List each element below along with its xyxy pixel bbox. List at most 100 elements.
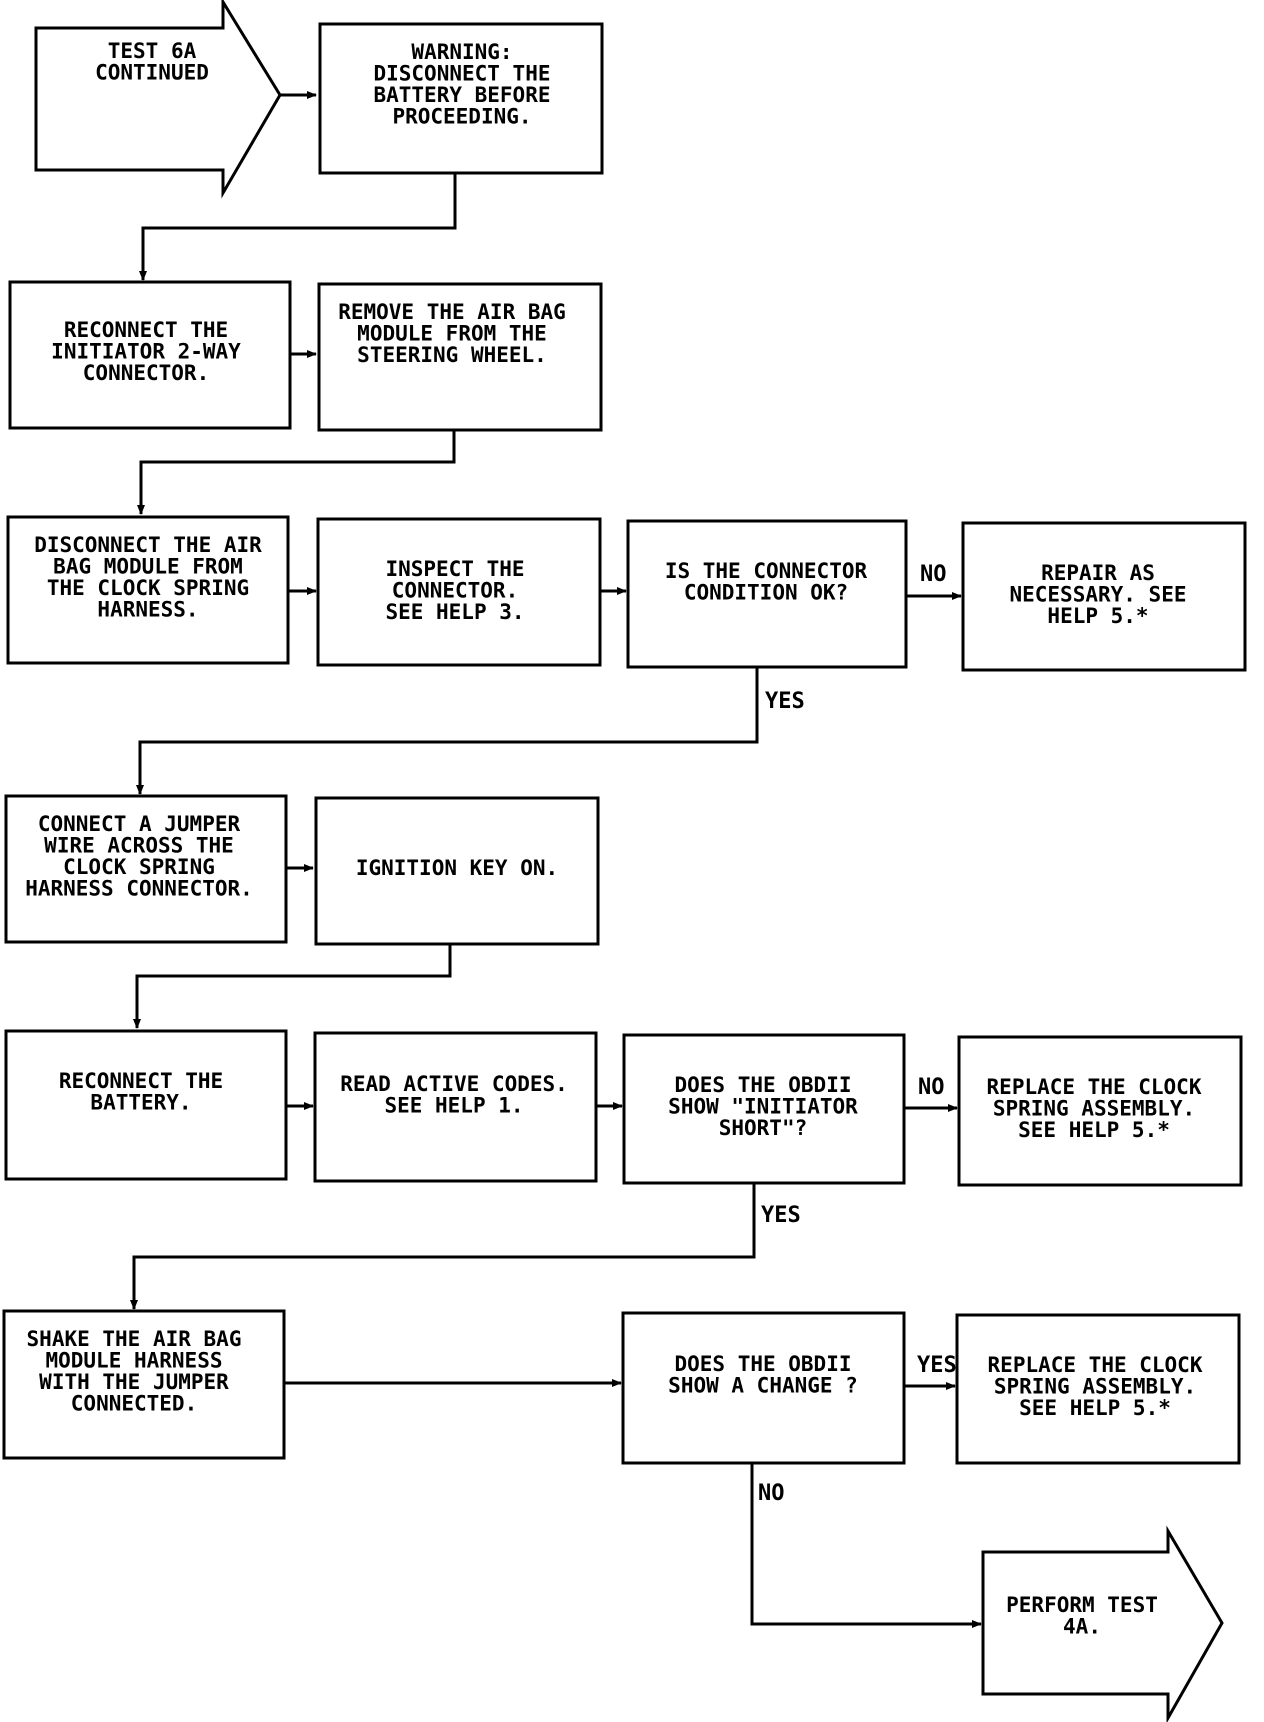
- replace-clock-1-line: SEE HELP 5.*: [1018, 1118, 1170, 1142]
- connect-jumper-line: HARNESS CONNECTOR.: [25, 877, 253, 901]
- remove-airbag-line: REMOVE THE AIR BAG: [338, 300, 566, 324]
- disconnect-airbag-line: BAG MODULE FROM: [53, 555, 243, 579]
- arrow-remove-airbag-to-disconnect-airbag: [137, 430, 456, 515]
- reconnect-battery-line: BATTERY.: [90, 1091, 191, 1115]
- arrow-obdii-change-to-perform-4a: [750, 1463, 982, 1628]
- arrow-connector-ok-to-connect-jumper: [136, 667, 759, 795]
- label-no-short: NO: [918, 1075, 945, 1100]
- box-ignition: [314, 796, 600, 946]
- test6a-line: CONTINUED: [95, 61, 209, 85]
- branch-labels: NO YES NO YES YES NO: [758, 562, 957, 1506]
- connect-jumper-line: CONNECT A JUMPER: [38, 812, 241, 836]
- arrow-obdii-short-to-shake-harness: [130, 1183, 756, 1310]
- obdii-short-line: SHORT"?: [719, 1116, 808, 1140]
- shake-harness-line: MODULE HARNESS: [45, 1349, 222, 1373]
- test6a-line: TEST 6A: [108, 39, 197, 63]
- box-remove-airbag: [317, 282, 603, 432]
- disconnect-airbag-line: THE CLOCK SPRING: [47, 576, 249, 600]
- label-no-change: NO: [758, 1481, 785, 1506]
- label-yes-change: YES: [917, 1353, 957, 1378]
- connector-ok-line: IS THE CONNECTOR: [665, 559, 868, 583]
- box-reconnect-battery: [4, 1029, 288, 1181]
- exit-arrow-perform-4a: [981, 1525, 1224, 1722]
- repair-line: NECESSARY. SEE: [1009, 583, 1186, 607]
- arrow-ignition-to-reconnect-battery: [133, 942, 452, 1029]
- obdii-change-line: SHOW A CHANGE ?: [668, 1374, 858, 1398]
- read-codes-line: READ ACTIVE CODES.: [340, 1072, 568, 1096]
- ignition-line: IGNITION KEY ON.: [356, 856, 558, 880]
- replace-clock-2-line: SEE HELP 5.*: [1019, 1396, 1171, 1420]
- box-replace-clock-2: [955, 1313, 1241, 1465]
- replace-clock-2-line: REPLACE THE CLOCK: [988, 1353, 1203, 1377]
- shake-harness-line: CONNECTED.: [71, 1392, 197, 1416]
- perform-4a-line: PERFORM TEST: [1006, 1593, 1158, 1617]
- reconnect-battery-line: RECONNECT THE: [59, 1069, 223, 1093]
- text-read-codes: READ ACTIVE CODES.SEE HELP 1.: [340, 1072, 568, 1118]
- shake-harness-line: WITH THE JUMPER: [39, 1370, 229, 1394]
- box-obdii-short: [622, 1033, 906, 1185]
- box-connect-jumper: [4, 794, 288, 944]
- obdii-change-line: DOES THE OBDII: [674, 1352, 851, 1376]
- warning-line: PROCEEDING.: [392, 105, 531, 129]
- entry-arrow-test6a: [34, 0, 282, 199]
- box-reconnect-initiator: [8, 280, 292, 430]
- remove-airbag-line: MODULE FROM THE: [357, 322, 547, 346]
- reconnect-initiator-line: CONNECTOR.: [83, 361, 209, 385]
- connector-ok-line: CONDITION OK?: [684, 581, 848, 605]
- box-connector-ok: [626, 519, 908, 669]
- reconnect-initiator-line: INITIATOR 2-WAY: [51, 340, 241, 364]
- connect-jumper-line: WIRE ACROSS THE: [44, 834, 234, 858]
- shake-harness-line: SHAKE THE AIR BAG: [27, 1327, 242, 1351]
- disconnect-airbag-line: HARNESS.: [97, 598, 198, 622]
- replace-clock-2-line: SPRING ASSEMBLY.: [994, 1375, 1196, 1399]
- inspect-connector-line: CONNECTOR.: [392, 579, 518, 603]
- inspect-connector-line: INSPECT THE: [385, 557, 524, 581]
- text-ignition: IGNITION KEY ON.: [356, 856, 558, 880]
- connect-jumper-line: CLOCK SPRING: [63, 855, 215, 879]
- reconnect-initiator-line: RECONNECT THE: [64, 318, 228, 342]
- box-warning: [318, 22, 604, 175]
- label-no-connector: NO: [920, 562, 947, 587]
- repair-line: HELP 5.*: [1047, 604, 1148, 628]
- read-codes-line: SEE HELP 1.: [384, 1094, 523, 1118]
- warning-line: BATTERY BEFORE: [373, 83, 550, 107]
- box-inspect-connector: [316, 517, 602, 667]
- obdii-short-line: SHOW "INITIATOR: [668, 1095, 858, 1119]
- box-replace-clock-1: [957, 1035, 1243, 1187]
- disconnect-airbag-line: DISCONNECT THE AIR: [34, 533, 262, 557]
- box-disconnect-airbag: [6, 515, 290, 665]
- obdii-short-line: DOES THE OBDII: [674, 1073, 851, 1097]
- remove-airbag-line: STEERING WHEEL.: [357, 343, 547, 367]
- box-obdii-change: [621, 1311, 906, 1465]
- repair-line: REPAIR AS: [1041, 561, 1155, 585]
- replace-clock-1-line: REPLACE THE CLOCK: [987, 1075, 1202, 1099]
- box-read-codes: [313, 1031, 598, 1183]
- label-yes-connector: YES: [765, 689, 805, 714]
- replace-clock-1-line: SPRING ASSEMBLY.: [993, 1097, 1195, 1121]
- connectors: [130, 91, 982, 1628]
- inspect-connector-line: SEE HELP 3.: [385, 600, 524, 624]
- perform-4a-line: 4A.: [1063, 1615, 1101, 1639]
- warning-line: WARNING:: [411, 40, 512, 64]
- warning-line: DISCONNECT THE: [373, 62, 550, 86]
- label-yes-short: YES: [761, 1203, 801, 1228]
- box-repair: [961, 521, 1247, 672]
